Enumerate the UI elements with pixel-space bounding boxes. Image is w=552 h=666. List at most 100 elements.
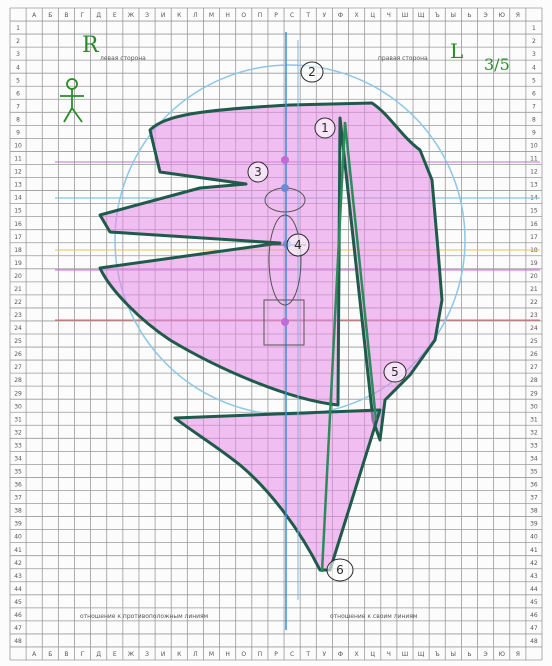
row-number-right: 41 — [530, 547, 538, 554]
top-column-letter: П — [258, 12, 263, 19]
row-number-left: 24 — [14, 325, 22, 332]
row-number-left: 39 — [14, 521, 22, 528]
bottom-column-letter: З — [145, 651, 149, 658]
bottom-column-letter: М — [209, 651, 214, 658]
top-column-letter: Ю — [498, 12, 505, 19]
bottom-column-letter: Ы — [451, 651, 456, 658]
bottom-column-letter: Х — [355, 651, 359, 658]
row-number-left: 29 — [14, 390, 22, 397]
row-number-left: 16 — [14, 221, 22, 228]
row-number-right: 46 — [530, 612, 538, 619]
row-number-right: 33 — [530, 442, 538, 449]
row-number-left: 37 — [14, 495, 22, 502]
row-number-right: 13 — [530, 182, 538, 189]
top-column-letter: Ъ — [435, 12, 440, 19]
row-number-left: 8 — [16, 116, 20, 123]
marker-3-label: 3 — [254, 165, 262, 179]
row-number-right: 47 — [530, 625, 538, 632]
bottom-column-letter: Я — [516, 651, 520, 658]
row-number-left: 13 — [14, 182, 22, 189]
header-label-right: правая сторона — [378, 55, 428, 62]
bottom-column-letter: П — [258, 651, 263, 658]
bottom-column-letter: С — [290, 651, 294, 658]
row-number-right: 5 — [532, 77, 536, 84]
bottom-column-letter: Р — [274, 651, 278, 658]
row-number-right: 45 — [530, 599, 538, 606]
bottom-column-letter: Ш — [402, 651, 408, 658]
row-number-right: 9 — [532, 129, 536, 136]
bottom-label-right: отношение к своим линиям — [330, 613, 417, 620]
row-number-right: 15 — [530, 208, 538, 215]
marker-1: 1 — [315, 118, 335, 138]
top-column-letter: Т — [305, 12, 310, 19]
row-number-right: 4 — [532, 64, 536, 71]
row-number-right: 10 — [530, 143, 538, 150]
row-number-left: 45 — [14, 599, 22, 606]
marker-4-label: 4 — [294, 238, 302, 252]
bottom-column-letter: Д — [96, 651, 101, 658]
header-label-left: левая сторона — [100, 55, 146, 62]
row-number-left: 46 — [14, 612, 22, 619]
top-column-letter: О — [241, 12, 246, 19]
row-number-left: 22 — [14, 299, 22, 306]
row-number-left: 20 — [14, 273, 22, 280]
row-number-left: 12 — [14, 169, 22, 176]
top-column-letter: Д — [96, 12, 101, 19]
top-column-letter: Ж — [128, 12, 135, 19]
top-column-letter: С — [290, 12, 294, 19]
handwritten-fraction: 3/5 — [484, 55, 510, 74]
bottom-column-letter: У — [323, 651, 327, 658]
row-number-right: 44 — [530, 586, 538, 593]
marker-2-label: 2 — [308, 65, 316, 79]
bottom-column-letter: Б — [48, 651, 52, 658]
bottom-column-letter: Л — [193, 651, 198, 658]
row-number-left: 19 — [14, 260, 22, 267]
row-number-left: 7 — [16, 103, 20, 110]
bottom-column-letter: Е — [113, 651, 117, 658]
row-number-left: 1 — [16, 25, 20, 32]
row-number-right: 48 — [530, 638, 538, 645]
row-number-left: 30 — [14, 403, 22, 410]
row-number-right: 25 — [530, 338, 538, 345]
top-column-letter: Ы — [451, 12, 456, 19]
top-column-letter: Е — [113, 12, 117, 19]
row-number-right: 26 — [530, 351, 538, 358]
top-column-letter: Б — [48, 12, 52, 19]
row-number-left: 31 — [14, 416, 22, 423]
top-column-letter: В — [64, 12, 68, 19]
top-column-letter: З — [145, 12, 149, 19]
top-column-letter: Х — [355, 12, 359, 19]
top-column-letter: Ф — [338, 12, 343, 19]
row-number-left: 43 — [14, 573, 22, 580]
row-number-left: 4 — [16, 64, 20, 71]
row-number-right: 17 — [530, 234, 538, 241]
bottom-column-letter: Т — [305, 651, 310, 658]
row-number-left: 44 — [14, 586, 22, 593]
bottom-column-letter: Ф — [338, 651, 343, 658]
bottom-column-letter: Ж — [128, 651, 135, 658]
bottom-column-letter: И — [161, 651, 166, 658]
row-number-left: 21 — [14, 286, 22, 293]
row-number-right: 31 — [530, 416, 538, 423]
row-number-right: 27 — [530, 364, 538, 371]
row-number-left: 2 — [16, 38, 20, 45]
row-number-left: 42 — [14, 560, 22, 567]
row-number-left: 5 — [16, 77, 20, 84]
top-column-letter: Ц — [370, 12, 375, 19]
row-number-right: 29 — [530, 390, 538, 397]
bottom-column-letter: Г — [81, 651, 85, 658]
marker-6: 6 — [327, 559, 353, 581]
row-number-right: 21 — [530, 286, 538, 293]
row-number-left: 41 — [14, 547, 22, 554]
top-column-letter: Ч — [387, 12, 391, 19]
top-column-letter: К — [177, 12, 182, 19]
row-number-right: 34 — [530, 455, 538, 462]
top-column-letter: Л — [193, 12, 198, 19]
row-number-right: 19 — [530, 260, 538, 267]
row-number-left: 15 — [14, 208, 22, 215]
row-number-right: 6 — [532, 90, 536, 97]
bottom-column-letter: Ь — [467, 651, 471, 658]
row-number-left: 3 — [16, 51, 20, 58]
row-number-right: 42 — [530, 560, 538, 567]
row-number-right: 37 — [530, 495, 538, 502]
